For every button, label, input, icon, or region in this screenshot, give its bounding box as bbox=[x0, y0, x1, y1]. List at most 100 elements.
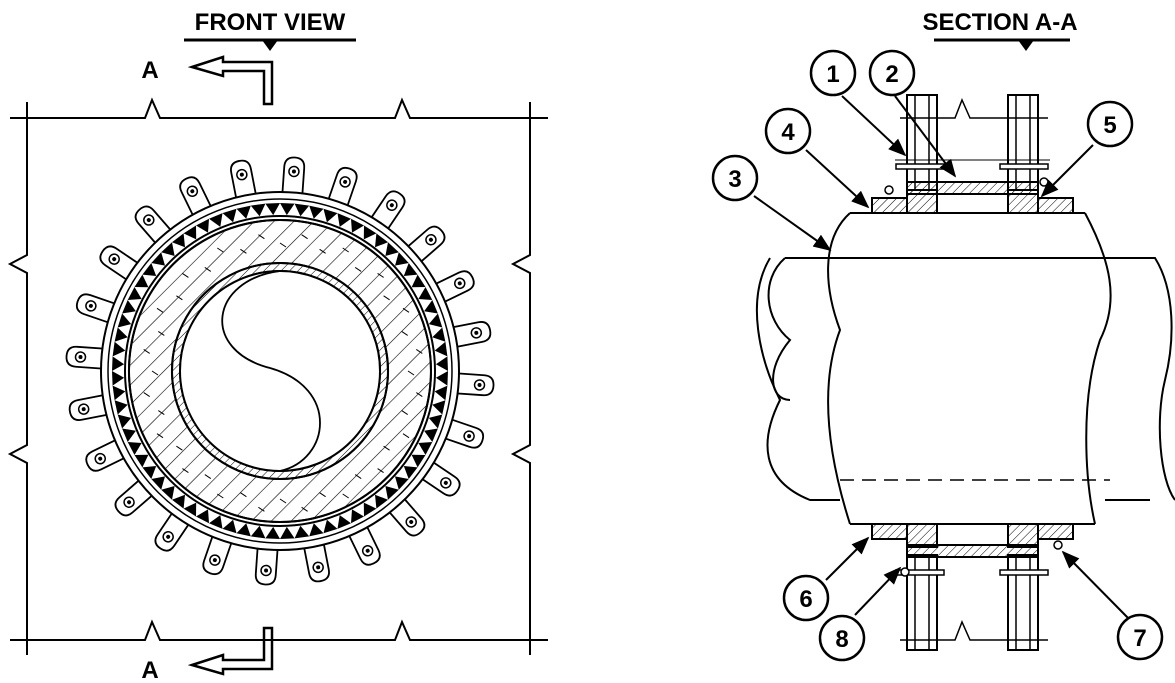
seal-ring-inner bbox=[124, 215, 436, 527]
sealant-dash bbox=[182, 468, 189, 474]
sealant-dash bbox=[156, 433, 164, 439]
sealant-dash bbox=[342, 247, 349, 253]
sealant-dash bbox=[407, 370, 415, 376]
seal-tooth bbox=[418, 442, 433, 455]
sealant-dashes bbox=[143, 234, 423, 512]
seal-tooth bbox=[351, 218, 364, 233]
svg-text:7: 7 bbox=[1133, 625, 1146, 652]
seal-tooth bbox=[114, 400, 128, 415]
svg-text:2: 2 bbox=[885, 61, 898, 88]
sealant-dash bbox=[176, 295, 183, 301]
sealant-dash bbox=[383, 295, 390, 301]
wall-top bbox=[895, 94, 1050, 191]
seal-tooth bbox=[309, 205, 324, 219]
sealant-dash bbox=[279, 498, 287, 504]
section-arrow-top bbox=[187, 55, 274, 106]
seal-tooth bbox=[114, 327, 128, 342]
section-marker-bottom: A bbox=[141, 657, 158, 683]
sealant-dash bbox=[143, 392, 150, 398]
sealant-dash bbox=[416, 392, 423, 398]
seal-tooth bbox=[112, 356, 125, 371]
seal-tooth bbox=[323, 208, 338, 223]
sealant-dash bbox=[204, 266, 212, 272]
seal-tooth bbox=[280, 526, 295, 539]
callout-3: 3 bbox=[711, 154, 759, 202]
seal-tab bbox=[281, 156, 306, 201]
seal-tooth bbox=[428, 414, 443, 429]
seal-assembly-bottom bbox=[871, 523, 1074, 577]
flange-ring-mid bbox=[107, 198, 453, 544]
seal-tooth bbox=[142, 466, 157, 479]
seal-teeth bbox=[112, 203, 448, 539]
seal-tooth bbox=[222, 208, 237, 223]
section-arrow-bottom bbox=[187, 626, 274, 676]
seal-tooth bbox=[112, 385, 126, 401]
sealant-dash bbox=[258, 234, 265, 240]
seal-tooth bbox=[142, 263, 157, 276]
seal-tooth bbox=[403, 263, 418, 276]
seal-tab bbox=[254, 541, 279, 586]
frame-bottom bbox=[10, 619, 548, 641]
seal-tooth bbox=[222, 519, 237, 534]
sealant-dash bbox=[377, 272, 384, 278]
sealant-dash bbox=[217, 493, 224, 499]
sealant-dash bbox=[301, 234, 308, 240]
svg-text:6: 6 bbox=[799, 586, 812, 613]
seal-tooth bbox=[363, 225, 377, 240]
sealant-dash bbox=[377, 468, 384, 474]
callout-7: 7 bbox=[1116, 613, 1164, 661]
sealant-dash bbox=[182, 272, 189, 278]
seal-tooth bbox=[294, 203, 310, 217]
seal-tooth bbox=[435, 356, 448, 371]
seal-tooth bbox=[403, 466, 418, 479]
seal-tooth bbox=[236, 523, 251, 537]
seal-tooth bbox=[363, 502, 377, 517]
seal-tooth bbox=[395, 252, 409, 266]
seal-tooth bbox=[395, 476, 409, 490]
seal-tooth bbox=[151, 252, 165, 266]
frame-left bbox=[7, 102, 28, 655]
sealant-dash bbox=[319, 248, 326, 254]
seal-tooth bbox=[385, 242, 399, 256]
front-view-title: FRONT VIEW bbox=[195, 9, 346, 36]
front-view: FRONT VIEW A A bbox=[7, 9, 548, 683]
sealant-dash bbox=[279, 242, 287, 248]
sealant-dash bbox=[401, 330, 408, 336]
callout-leaders bbox=[753, 95, 1131, 621]
seal-assembly-top bbox=[871, 163, 1074, 214]
seal-tooth bbox=[172, 233, 185, 248]
seal-tab bbox=[65, 345, 110, 370]
pipe-break-symbol bbox=[221, 270, 321, 472]
seal-tab bbox=[68, 393, 114, 421]
sealant-dash bbox=[258, 506, 265, 512]
section-marker-top: A bbox=[141, 57, 158, 84]
seal-tab bbox=[446, 321, 492, 349]
seal-tooth bbox=[351, 509, 364, 524]
seal-tooth bbox=[209, 213, 223, 227]
seal-tooth bbox=[435, 371, 448, 386]
svg-text:8: 8 bbox=[835, 626, 848, 653]
sealant-dash bbox=[342, 493, 349, 499]
seal-tooth bbox=[134, 274, 149, 288]
callout-1: 1 bbox=[809, 49, 857, 97]
sealant-dash bbox=[217, 247, 224, 253]
seal-tooth bbox=[385, 486, 399, 500]
callout-5: 5 bbox=[1086, 100, 1134, 148]
sealant-dash bbox=[402, 307, 410, 313]
callout-2: 2 bbox=[868, 49, 916, 97]
sealant-dash bbox=[354, 474, 362, 480]
sealant-dash bbox=[176, 445, 183, 451]
seal-tooth bbox=[337, 515, 351, 529]
sealant-dash bbox=[158, 330, 165, 336]
callout-6: 6 bbox=[782, 574, 830, 622]
seal-tooth bbox=[112, 371, 125, 386]
seal-tooth bbox=[309, 523, 324, 537]
section-view-title: SECTION A-A bbox=[922, 9, 1077, 36]
seal-tooth bbox=[432, 400, 446, 415]
pipe bbox=[755, 212, 1175, 525]
frame-top bbox=[10, 97, 548, 119]
seal-tooth bbox=[183, 502, 197, 517]
seal-tooth bbox=[424, 428, 438, 442]
seal-tab bbox=[450, 372, 495, 397]
sealant-dash bbox=[158, 410, 165, 416]
